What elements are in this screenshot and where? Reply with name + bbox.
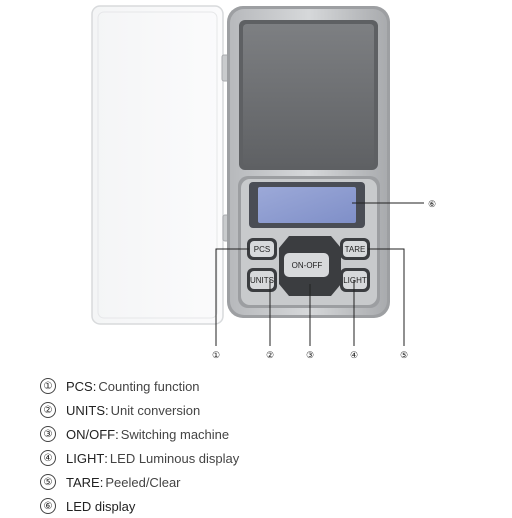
legend-description: LED Luminous display <box>109 450 240 466</box>
light-button[interactable]: LIGHT <box>340 268 370 292</box>
callout-6: ⑥ <box>428 199 436 209</box>
legend-feature-name: LED display <box>66 498 136 514</box>
pcs-button[interactable]: PCS <box>247 238 277 260</box>
legend-row: ① PCS : Counting function <box>40 374 480 398</box>
legend-number: ② <box>40 402 56 418</box>
legend-separator: : <box>115 426 119 442</box>
units-button-label: UNITS <box>250 276 274 285</box>
legend-feature-name: UNITS <box>66 402 105 418</box>
callout-2: ② <box>266 350 274 360</box>
legend-row: ④ LIGHT : LED Luminous display <box>40 446 480 470</box>
callout-markers: ① ② ③ ④ ⑤ ⑥ <box>212 199 436 360</box>
legend-row: ② UNITS : Unit conversion <box>40 398 480 422</box>
onoff-button-label: ON-OFF <box>292 261 323 270</box>
legend-number: ③ <box>40 426 56 442</box>
legend-feature-name: TARE <box>66 474 100 490</box>
callout-line-pcs <box>215 248 249 346</box>
legend-number: ⑤ <box>40 474 56 490</box>
tare-button[interactable]: TARE <box>340 238 370 260</box>
legend-row: ⑥ LED display <box>40 494 480 518</box>
onoff-button[interactable]: ON-OFF <box>279 236 341 296</box>
light-button-label: LIGHT <box>343 276 367 285</box>
callout-1: ① <box>212 350 220 360</box>
legend-separator: : <box>92 378 97 394</box>
callout-4: ④ <box>350 350 358 360</box>
legend-separator: : <box>105 402 109 418</box>
callout-3: ③ <box>306 350 314 360</box>
units-button[interactable]: UNITS <box>247 268 277 292</box>
callout-lines <box>215 202 424 346</box>
legend-feature-name: LIGHT <box>66 450 105 466</box>
legend-description: Peeled/Clear <box>105 474 181 490</box>
legend-description: Switching machine <box>120 426 230 442</box>
legend-description: Unit conversion <box>110 402 201 418</box>
legend-row: ⑤ TARE : Peeled/Clear <box>40 470 480 494</box>
legend-feature-name: ON/OFF <box>66 426 116 442</box>
legend-separator: : <box>99 474 104 490</box>
protective-lid <box>91 5 224 325</box>
pcs-button-label: PCS <box>254 245 270 254</box>
legend-description: Counting function <box>98 378 200 394</box>
callout-5: ⑤ <box>400 350 408 360</box>
legend-row: ③ ON/OFF : Switching machine <box>40 422 480 446</box>
led-display <box>249 182 365 228</box>
legend-feature-name: PCS <box>66 378 93 394</box>
legend-number: ④ <box>40 450 56 466</box>
legend-separator: : <box>104 450 108 466</box>
legend-number: ① <box>40 378 56 394</box>
tare-button-label: TARE <box>345 245 366 254</box>
feature-legend: ① PCS : Counting function ② UNITS : Unit… <box>40 374 480 518</box>
callout-line-tare <box>368 248 405 346</box>
